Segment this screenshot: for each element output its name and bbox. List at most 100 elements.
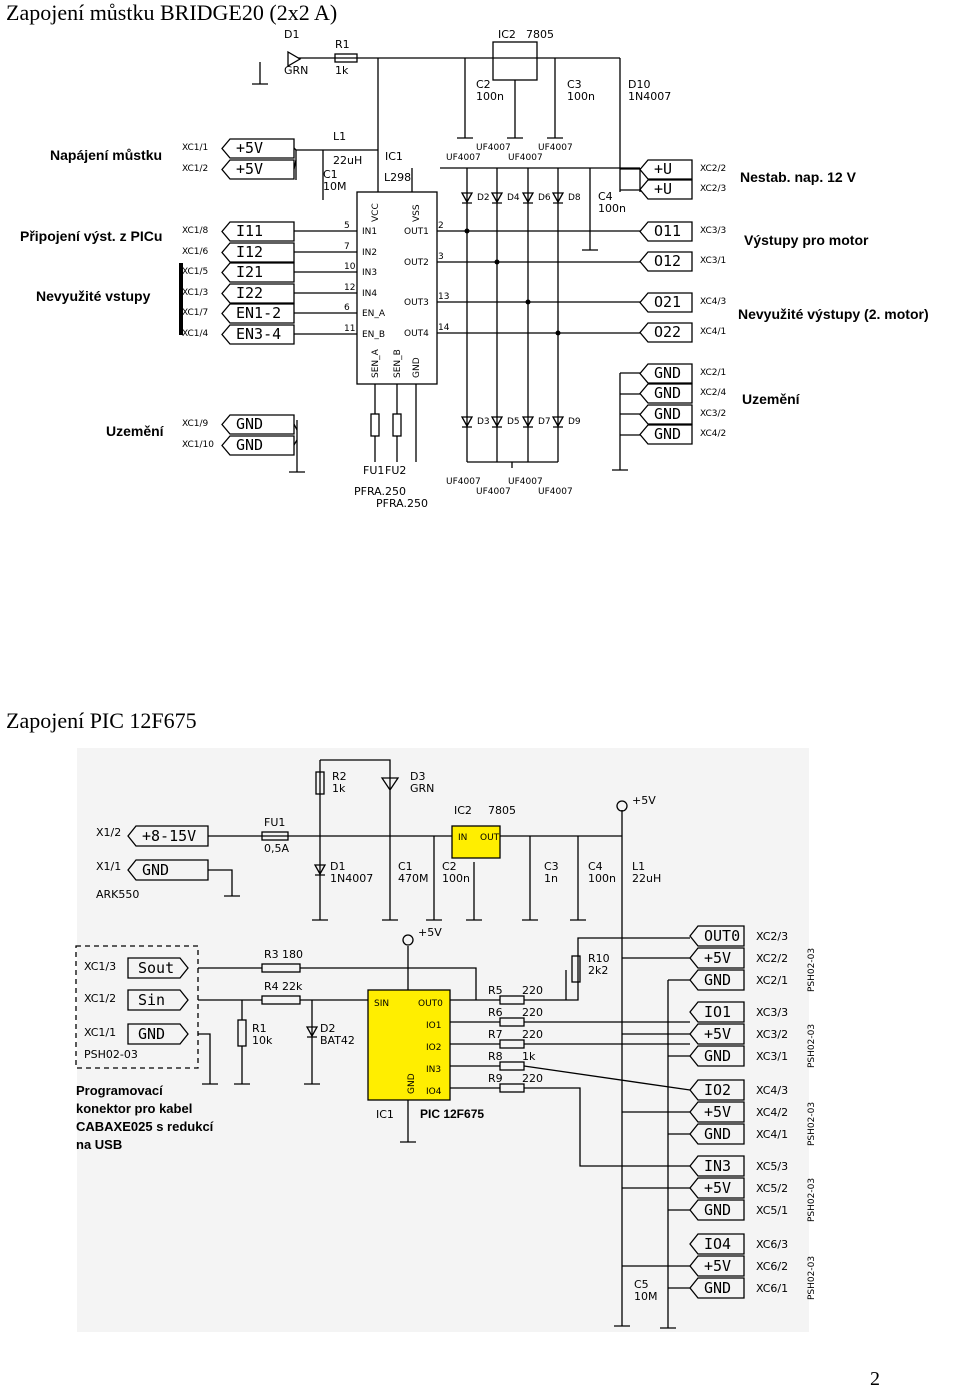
c5-gnd-icon <box>614 1318 630 1327</box>
ic2-value: 7805 <box>526 28 554 41</box>
c1-value: 10M <box>323 180 347 193</box>
ic1-left-pin-1: IN2 <box>362 248 377 258</box>
out-wire-1 <box>622 1033 690 1057</box>
r9-name: R9 <box>488 1072 503 1085</box>
prog-tab-2-label: GND <box>138 1025 165 1043</box>
c1-pic-name: C1 <box>398 860 413 873</box>
bridge-right-pin-4: XC4/3 <box>700 297 726 307</box>
out-tab-1-0 <box>689 1001 745 1023</box>
bridge-left-tab-1 <box>221 159 295 180</box>
out-tab-2-2 <box>689 1123 745 1145</box>
bridge-right-pin-1: XC2/3 <box>700 184 726 194</box>
fu2-name: FU2 <box>385 464 406 477</box>
bridge-left-tab-7 <box>221 324 295 345</box>
r10-name: R10 <box>588 952 610 965</box>
out-tab-0-2 <box>689 969 745 991</box>
bridge-left-tab-9-label: GND <box>236 436 263 454</box>
diode-bank <box>252 76 598 468</box>
r4-name: R4 <box>264 980 279 993</box>
r5-name: R5 <box>488 984 503 997</box>
ic1-right-pin-2: OUT3 <box>404 298 429 308</box>
bridge-right-tab-4 <box>639 292 693 313</box>
out-pin-3-1: XC5/2 <box>756 1182 788 1195</box>
prog-conn-name: PSH02-03 <box>84 1048 138 1061</box>
r5-value: 220 <box>522 984 543 997</box>
ground-left-icon <box>289 464 305 473</box>
diode-top-icon-0 <box>460 192 474 204</box>
out-tab-2-1-label: +5V <box>704 1103 731 1121</box>
out-tab-4-2 <box>689 1277 745 1299</box>
psh-label-2: PSH02-03 <box>807 1102 817 1146</box>
ic1-pic-value: PIC 12F675 <box>420 1107 484 1121</box>
psh-label-3: PSH02-03 <box>807 1178 817 1222</box>
bridge-left-tab-3-label: I12 <box>236 243 263 261</box>
r6-resistor <box>499 1017 525 1027</box>
out-pin-3-2: XC5/1 <box>756 1204 788 1217</box>
out-pin-3-0: XC5/3 <box>756 1160 788 1173</box>
prog-text-2: konektor pro kabel <box>76 1101 192 1116</box>
r9-resistor <box>499 1083 525 1093</box>
d2-gnd-icon <box>304 1076 320 1085</box>
out-tab-0-0-label: OUT0 <box>704 927 740 945</box>
bridge-right-tab-9-label: GND <box>654 425 681 443</box>
ic1-left-pin-5: EN_B <box>362 330 385 340</box>
ic1-left-num-1: 7 <box>344 242 350 252</box>
ic1-left-pin-4: EN_A <box>362 309 386 319</box>
bridge-right-tab-2-label: O11 <box>654 222 681 240</box>
pic-gnd-icon <box>400 1134 416 1143</box>
out-tab-2-1 <box>689 1101 745 1123</box>
out-tab-3-2 <box>689 1199 745 1221</box>
bridge-left-pin-0: XC1/1 <box>182 143 208 153</box>
bridge-right-pin-5: XC4/1 <box>700 327 726 337</box>
d1-pic-value: 1N4007 <box>330 872 373 885</box>
pic-title: Zapojení PIC 12F675 <box>6 708 197 733</box>
diode-bank-ground <box>467 168 598 468</box>
ic1-right-num-1: 3 <box>438 252 444 262</box>
ic2-7805-body <box>492 41 538 81</box>
bridge-right-tab-0-label: +U <box>654 160 672 178</box>
d3-led-icon <box>320 759 400 836</box>
out-pin-2-2: XC4/1 <box>756 1128 788 1141</box>
bridge-right-tab-8-label: GND <box>654 405 681 423</box>
bridge-left-tab-3 <box>221 242 295 263</box>
bridge-right-tab-4-label: O21 <box>654 293 681 311</box>
bridge-right-tab-3-label: O12 <box>654 252 681 270</box>
r1-pic-value: 10k <box>252 1034 273 1047</box>
out-tab-4-1 <box>689 1255 745 1277</box>
c3-value: 100n <box>567 90 595 103</box>
bridge-left-tab-8 <box>221 414 295 435</box>
d5-name: D5 <box>507 417 520 427</box>
bridge-left-pin-3: XC1/6 <box>182 247 209 257</box>
label-ground-left: Uzemění <box>106 423 165 439</box>
r1-name: R1 <box>335 38 350 51</box>
junction-2 <box>525 299 531 305</box>
out-tab-2-2-label: GND <box>704 1125 731 1143</box>
r3-value: 180 <box>282 948 303 961</box>
bridge-right-tab-5-label: O22 <box>654 323 681 341</box>
bridge-right-tab-6 <box>639 363 693 384</box>
ic1-left-num-0: 5 <box>344 221 350 231</box>
r1-pic-resistor <box>237 1019 247 1047</box>
l1-pic-name: L1 <box>632 860 645 873</box>
bridge-left-wires <box>293 147 357 446</box>
out-tab-2-0-label: IO2 <box>704 1081 731 1099</box>
d1-value: GRN <box>284 64 308 77</box>
d2-name: D2 <box>477 193 490 203</box>
ic1-pin-sena: SEN_A <box>371 348 381 378</box>
r4-resistor <box>261 995 301 1005</box>
ic2-pic-value: 7805 <box>488 804 516 817</box>
label-motor-outputs: Výstupy pro motor <box>744 232 869 248</box>
ic2-pic-7805 <box>451 825 501 859</box>
junction-1 <box>494 259 500 265</box>
fu1-fuse <box>370 413 380 437</box>
out-tab-1-1 <box>689 1023 745 1045</box>
c4-pic-name: C4 <box>588 860 603 873</box>
pic-pin-in3: IN3 <box>426 1065 441 1075</box>
bridge-left-tab-1-label: +5V <box>236 160 263 178</box>
c4-value: 100n <box>598 202 626 215</box>
input-gnd-icon <box>224 888 240 897</box>
